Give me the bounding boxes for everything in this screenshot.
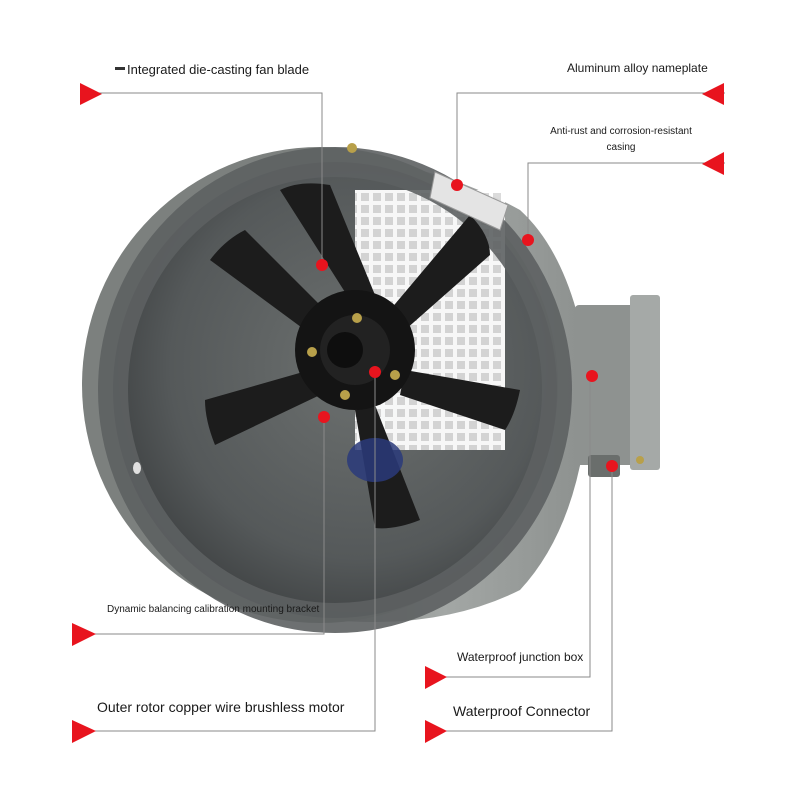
- callout-casing: Anti-rust and corrosion-resistant casing: [550, 126, 692, 153]
- callout-bracket: Dynamic balancing calibration mounting b…: [107, 604, 320, 615]
- marker-nameplate: [702, 83, 724, 105]
- callout-nameplate: Aluminum alloy nameplate: [567, 61, 708, 75]
- motor-hub-icon: [295, 290, 415, 410]
- marker-connector: [425, 720, 447, 743]
- point-markers: [316, 179, 618, 472]
- callout-junction-box: Waterproof junction box: [457, 650, 584, 664]
- callout-markers: [72, 83, 724, 743]
- junction-box-icon: [347, 143, 660, 477]
- callout-connector: Waterproof Connector: [453, 703, 591, 719]
- marker-fan-blade: [80, 83, 102, 105]
- marker-motor: [72, 720, 96, 743]
- callout-motor: Outer rotor copper wire brushless motor: [97, 699, 345, 715]
- marker-bracket: [72, 623, 96, 646]
- callout-fan-blade: Integrated die-casting fan blade: [127, 62, 310, 77]
- nameplate-icon: [429, 171, 509, 231]
- marker-junction-box: [425, 666, 447, 689]
- leader-lines: [80, 92, 725, 732]
- marker-casing: [702, 152, 724, 175]
